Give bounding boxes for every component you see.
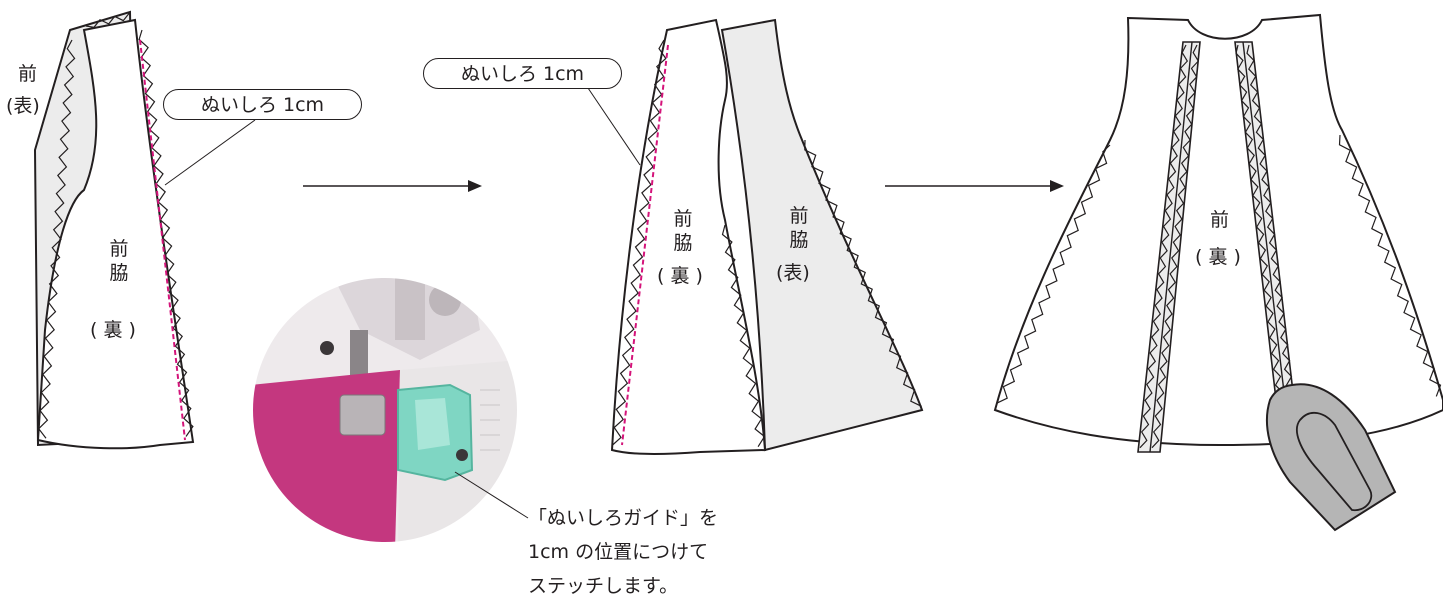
seam-allowance-callout: ぬいしろ 1cm [163,89,362,120]
label-left-piece: 前脇 [673,208,693,254]
label-front-body: 前 [1210,209,1230,231]
caption-line-1: 「ぬいしろガイド」を [528,507,719,529]
zigzag-edge [1246,44,1300,449]
step1-pieces [33,10,256,450]
arrow-right-icon [303,180,482,192]
zigzag-edge [721,224,766,448]
label-right-piece: 前脇 [789,205,809,251]
zigzag-edge [1235,44,1289,449]
step2-pieces [587,18,924,456]
step3-garment [993,13,1443,453]
zigzag-edge [996,144,1111,404]
callout-leader [587,87,641,166]
callout-leader [164,119,256,186]
label-front-side-piece: 前脇 [109,238,129,284]
caption-leader [454,471,529,519]
zigzag-edge [85,12,130,28]
zigzag-edge [1151,44,1200,449]
zigzag-edge [138,29,194,437]
seam-stitch-line [621,44,669,446]
caption-line-3: ステッチします。 [528,575,679,597]
zigzag-edge [1338,134,1442,397]
zigzag-edge [611,39,667,446]
zigzag-edge [804,139,922,407]
step2-left-piece [610,18,767,456]
label-left-wrong-side: ( 裏 ) [657,265,703,287]
label-front-side: (表) [6,95,40,117]
label-front-wrong-side: ( 裏 ) [1195,246,1241,268]
zigzag-edge [1139,44,1189,449]
label-right-front-side: (表) [776,262,810,284]
seam-allowance-callout: ぬいしろ 1cm [423,58,622,89]
label-wrong-side: ( 裏 ) [90,319,136,341]
caption-line-2: 1cm の位置につけて [528,541,709,563]
label-front: 前 [18,63,38,85]
sewing-machine-photo [251,276,519,544]
arrow-right-icon [885,180,1064,192]
step2-right-piece [720,18,924,452]
zigzag-edge [37,39,76,439]
iron-icon [1266,383,1397,532]
seam-stitch-line [139,39,186,441]
